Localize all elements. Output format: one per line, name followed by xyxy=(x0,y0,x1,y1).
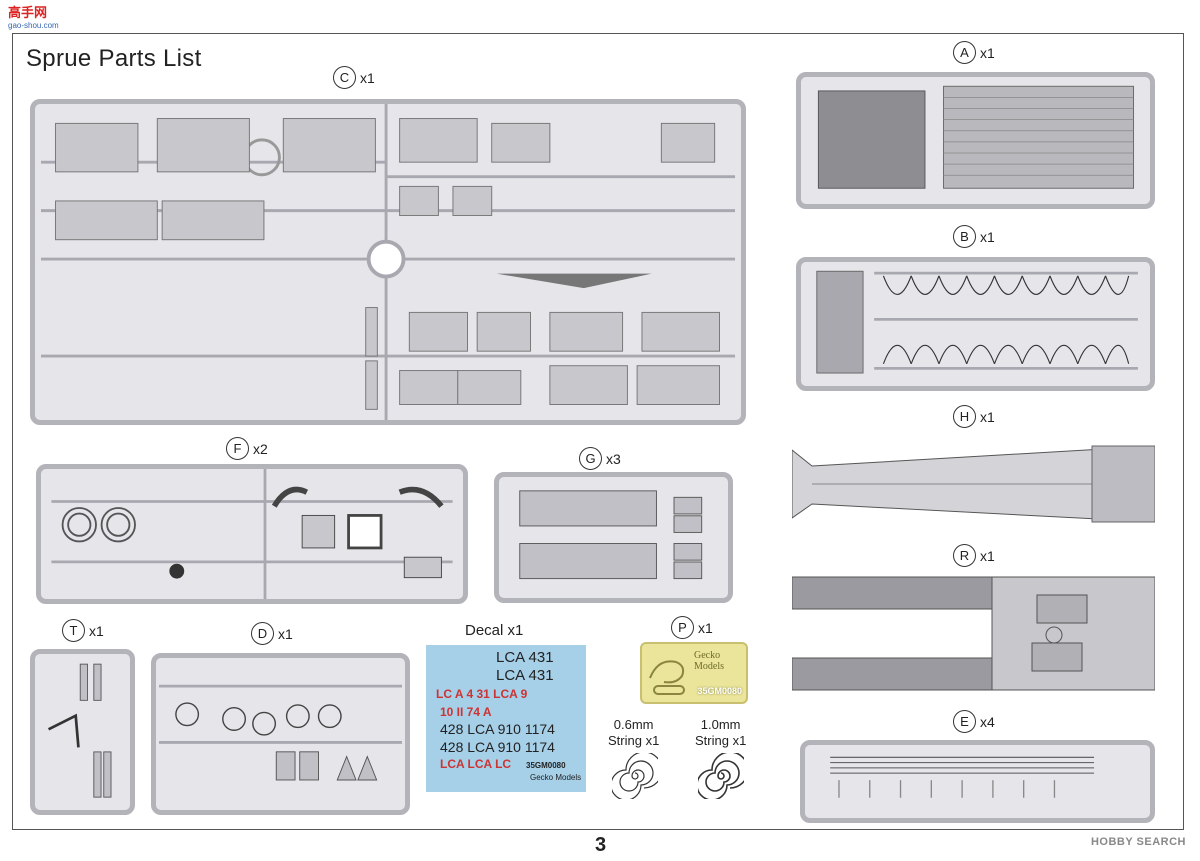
part-r-deck xyxy=(792,576,1155,691)
page-frame xyxy=(12,33,1184,830)
string-coil-icon xyxy=(698,753,744,799)
decal-line: LC A 4 31 LCA 9 xyxy=(436,687,528,701)
sprue-a-drawing xyxy=(817,85,1135,189)
decal-title: Decal x1 xyxy=(465,622,524,639)
sprue-f-drawing xyxy=(51,469,453,599)
sprue-d-frame xyxy=(151,653,410,815)
sprue-t-label: T x1 xyxy=(62,619,104,642)
sprue-b-drawing xyxy=(816,270,1138,374)
decal-line: 10 II 74 A xyxy=(440,705,492,719)
sprue-g-frame xyxy=(494,472,733,603)
photo-etch-brand: Gecko Models xyxy=(694,650,724,672)
decal-line: LCA LCA LC xyxy=(440,757,512,771)
page-number: 3 xyxy=(595,834,607,856)
sprue-d-drawing xyxy=(158,684,403,781)
decal-line: LCA 431 xyxy=(496,667,554,684)
sprue-e-drawing xyxy=(830,756,1095,798)
part-h-hull xyxy=(792,445,1155,523)
decal-line: 428 LCA 910 1174 xyxy=(440,739,555,755)
page-title: Sprue Parts List xyxy=(26,45,202,72)
sprue-a-label: A x1 xyxy=(953,41,995,64)
site-watermark: 高手网 gao-shou.com xyxy=(8,5,59,30)
photo-etch-code: 35GM0080 xyxy=(697,686,742,696)
sprue-b-frame xyxy=(796,257,1155,391)
decal-line: 428 LCA 910 1174 xyxy=(440,721,555,737)
sprue-f-frame xyxy=(36,464,468,604)
decal-code: 35GM0080 xyxy=(526,761,566,770)
decal-sheet: LCA 431 LCA 431 LC A 4 31 LCA 9 10 II 74… xyxy=(426,645,586,792)
sprue-d-label: D x1 xyxy=(251,622,293,645)
string-06: 0.6mm String x1 xyxy=(608,717,660,748)
string-coil-icon xyxy=(612,753,658,799)
sprue-b-label: B x1 xyxy=(953,225,995,248)
credit-watermark: HOBBY SEARCH xyxy=(1090,836,1186,848)
sprue-c-label: C x1 xyxy=(333,66,375,89)
photo-etch-label: P x1 xyxy=(671,616,713,639)
sprue-e-label: E x4 xyxy=(953,710,995,733)
sprue-t-drawing xyxy=(47,663,112,798)
decal-brand: Gecko Models xyxy=(530,773,582,782)
photo-etch-fret: Gecko Models 35GM0080 xyxy=(640,642,748,704)
part-r-label: R x1 xyxy=(953,544,995,567)
sprue-f-label: F x2 xyxy=(226,437,268,460)
sprue-g-label: G x3 xyxy=(579,447,621,470)
string-10: 1.0mm String x1 xyxy=(695,717,747,748)
sprue-g-drawing xyxy=(519,490,703,580)
gecko-logo-icon xyxy=(649,660,685,695)
sprue-a-frame xyxy=(796,72,1155,209)
sprue-e-frame xyxy=(800,740,1155,823)
sprue-c-drawing xyxy=(40,104,736,420)
decal-line: LCA 431 xyxy=(496,649,554,666)
sprue-c-frame xyxy=(30,99,746,425)
sprue-t-frame xyxy=(30,649,135,815)
part-h-label: H x1 xyxy=(953,405,995,428)
